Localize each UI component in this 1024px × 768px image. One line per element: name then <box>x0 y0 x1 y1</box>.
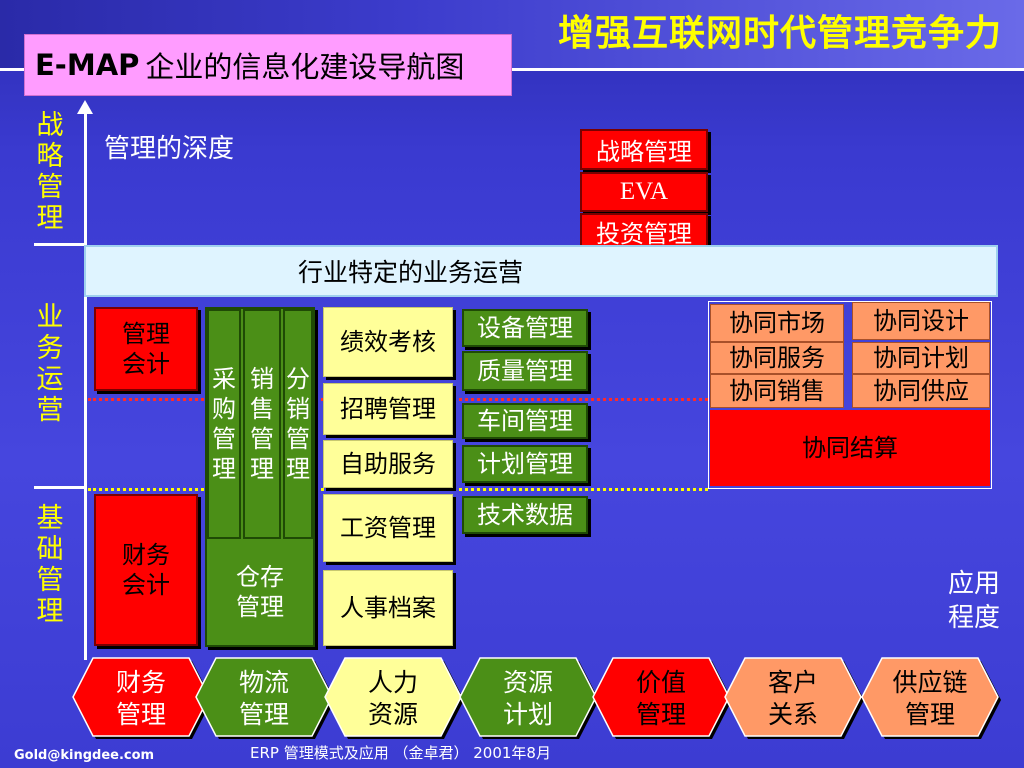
box-warehouse: 仓存 管理 <box>207 542 313 642</box>
layer-label-strategy: 战略管理 <box>36 110 64 234</box>
box-mgmt-accounting: 管理 会计 <box>94 307 198 391</box>
box-self-service: 自助服务 <box>323 440 453 488</box>
subtitle-text: 企业的信息化建设导航图 <box>145 50 465 84</box>
box-collab-plan: 协同计划 <box>852 342 990 374</box>
box-strategy-mgmt: 战略管理 <box>580 129 708 170</box>
box-purchasing: 采购管理 <box>207 309 241 539</box>
box-collab-settlement: 协同结算 <box>710 410 990 486</box>
box-equipment: 设备管理 <box>462 309 588 347</box>
bottom-diamond-label: 关系 <box>768 700 818 729</box>
bottom-diamond-shape <box>459 657 597 737</box>
box-eva: EVA <box>580 172 708 212</box>
box-performance: 绩效考核 <box>323 307 453 377</box>
box-personnel-files: 人事档案 <box>323 570 453 646</box>
box-workshop: 车间管理 <box>462 403 588 439</box>
box-sales: 销售管理 <box>243 309 281 539</box>
y-axis-label: 管理的深度 <box>104 134 235 164</box>
bottom-diamond-label: 资源 <box>368 700 418 729</box>
bottom-diamond-label: 资源 <box>503 668 553 697</box>
collab-area <box>708 301 992 489</box>
distribution-label: 分销管理 <box>286 365 310 483</box>
bottom-diamond-shape <box>195 657 333 737</box>
layer-label-business: 业务运营 <box>36 302 64 426</box>
box-investment-mgmt: 投资管理 <box>580 213 708 249</box>
bottom-diamond-label: 人力 <box>368 668 418 697</box>
box-collab-design: 协同设计 <box>852 302 990 340</box>
purchasing-label: 采购管理 <box>212 365 236 483</box>
bottom-diamond-label: 供应链 <box>892 668 967 697</box>
box-collab-sales: 协同销售 <box>710 374 844 408</box>
y-axis <box>84 112 87 660</box>
layer-label-base: 基础管理 <box>36 503 64 627</box>
bottom-diamond-label: 管理 <box>239 700 289 729</box>
bottom-diamond-label: 计划 <box>503 700 553 729</box>
header-divider <box>0 68 1024 71</box>
box-payroll: 工资管理 <box>323 494 453 562</box>
y-axis-arrow <box>77 100 93 114</box>
subtitle-emap: E-MAP <box>35 48 140 82</box>
industry-banner: 行业特定的业务运营 <box>84 245 998 297</box>
bottom-diamond-label: 财务 <box>116 668 166 697</box>
bottom-diamond-shape <box>324 657 462 737</box>
bottom-diamond-label: 管理 <box>116 700 166 729</box>
footer-citation: ERP 管理模式及应用 （金卓君） 2001年8月 <box>250 744 551 762</box>
box-quality: 质量管理 <box>462 351 588 391</box>
bottom-diamond-label: 管理 <box>636 700 686 729</box>
bottom-diamond-label: 价值 <box>636 668 686 697</box>
layer-divider-1 <box>34 243 86 246</box>
box-collab-supply: 协同供应 <box>852 374 990 408</box>
box-fin-accounting: 财务 会计 <box>94 494 198 646</box>
mgmt-accounting-line2: 会计 <box>122 350 170 378</box>
box-tech-data: 技术数据 <box>462 496 588 534</box>
warehouse-line1: 仓存 <box>236 563 284 591</box>
bottom-diamond-shape <box>861 657 999 737</box>
main-title: 增强互联网时代管理竞争力 <box>557 13 1002 54</box>
box-recruiting: 招聘管理 <box>323 383 453 435</box>
fin-accounting-line1: 财务 <box>122 541 170 569</box>
subtitle-box: E-MAP 企业的信息化建设导航图 <box>24 34 512 96</box>
box-collab-service: 协同服务 <box>710 342 844 374</box>
sales-label: 销售管理 <box>250 365 274 483</box>
mgmt-accounting-line1: 管理 <box>122 320 170 348</box>
bottom-diamond-label: 物流 <box>239 668 289 697</box>
box-distribution: 分销管理 <box>283 309 313 539</box>
box-planning: 计划管理 <box>462 445 588 483</box>
bottom-diamond-label: 管理 <box>905 700 955 729</box>
x-axis-label-1: 应用 <box>948 569 1001 599</box>
layer-divider-2 <box>34 486 86 489</box>
warehouse-line2: 管理 <box>236 593 284 621</box>
bottom-diamond-shape <box>72 657 210 737</box>
bottom-diamond-shape <box>592 657 730 737</box>
box-collab-market: 协同市场 <box>710 304 844 342</box>
footer-email: Gold@kingdee.com <box>14 748 155 763</box>
x-axis-label-2: 程度 <box>948 603 1001 633</box>
dotted-line-yellow <box>88 488 708 491</box>
bottom-diamond-shape <box>724 657 862 737</box>
bottom-diamond-label: 客户 <box>768 668 818 697</box>
fin-accounting-line2: 会计 <box>122 571 170 599</box>
